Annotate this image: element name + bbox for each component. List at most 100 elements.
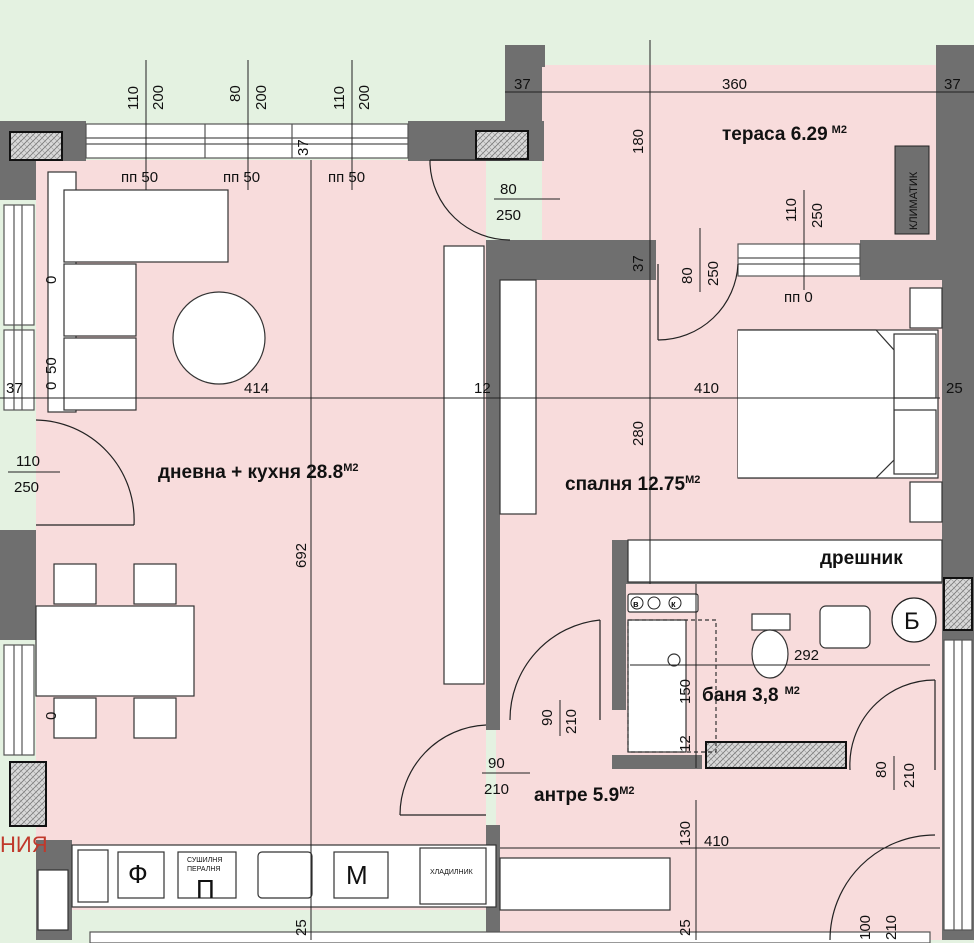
dim-t37-b: 37 xyxy=(944,76,961,93)
nightstand-1 xyxy=(909,287,943,329)
dim-d250: 250 xyxy=(496,207,521,224)
dim-v150: 150 xyxy=(677,679,694,704)
label-dryer-2: ПЕРАЛНЯ xyxy=(187,866,220,873)
label-bathroom: баня 3,8 xyxy=(702,685,779,706)
window-right-low xyxy=(943,639,973,931)
dim-side-door-a: 110 xyxy=(16,453,40,470)
dim-h410: 410 xyxy=(694,380,719,397)
label-terrace: тераса 6.29 xyxy=(722,124,828,145)
label-ac: КЛИМАТИК xyxy=(908,171,920,230)
door-right xyxy=(849,679,936,771)
bed-cover xyxy=(738,329,895,479)
label-dryer-1: СУШИЛНЯ xyxy=(187,857,222,864)
terrace-floor xyxy=(542,65,938,240)
door-bedroom xyxy=(509,619,601,721)
unit-bedroom: М2 xyxy=(685,474,700,486)
sink xyxy=(257,851,313,899)
svg-text:спалня 12.75М2: спалня 12.75М2 xyxy=(565,474,700,495)
dim-bw-b: 250 xyxy=(809,203,826,228)
misc-labels: КЛИМАТИК ХЛАДИЛНИК СУШИЛНЯ ПЕРАЛНЯ П Ф М… xyxy=(0,145,937,904)
window-bedroom-top xyxy=(737,243,861,277)
unit-entrance: М2 xyxy=(619,785,634,797)
tv-unit xyxy=(443,245,485,685)
label-living: дневна + кухня 28.8 xyxy=(158,462,343,483)
column-1 xyxy=(9,131,63,161)
unit-bathroom: М2 xyxy=(785,685,800,697)
dim-text-h: пп 50 пп 50 пп 50 37 360 37 80 250 пп 0 … xyxy=(6,76,963,850)
dim-h12: 12 xyxy=(474,380,491,397)
dim-w2-b: 200 xyxy=(253,85,270,110)
label-boiler: Б xyxy=(904,608,920,635)
dim-v692: 692 xyxy=(293,543,310,568)
toilet-bowl xyxy=(751,629,789,679)
dim-pp3: пп 50 xyxy=(328,169,365,186)
dim-v25-b: 25 xyxy=(677,919,694,936)
wardrobe xyxy=(627,539,943,583)
nightstand-2 xyxy=(909,481,943,523)
label-k: к xyxy=(671,599,676,609)
label-entrance: антре 5.9 xyxy=(534,785,619,806)
columns xyxy=(9,130,973,827)
label-cut-text: НИЯ xyxy=(0,832,48,857)
column-3 xyxy=(9,761,47,827)
dim-bath-door-a: 90 xyxy=(539,709,556,726)
shower xyxy=(627,619,687,753)
dim-w2-a: 80 xyxy=(227,85,244,102)
window-living-top xyxy=(85,123,409,159)
hob xyxy=(77,849,109,903)
windows xyxy=(3,123,973,943)
dim-sl50: 50 xyxy=(43,357,60,374)
window-bottom xyxy=(89,931,931,943)
stove-unit xyxy=(37,869,69,931)
dim-t37-c: 37 xyxy=(630,255,647,272)
dimension-lines xyxy=(0,40,974,940)
bed-pillow-1 xyxy=(893,333,937,399)
wall-terrace-top xyxy=(505,45,545,67)
door-balcony-bed xyxy=(657,263,739,341)
round-table xyxy=(172,291,266,385)
dim-h25: 25 xyxy=(946,380,963,397)
dim-bd-a: 80 xyxy=(679,267,696,284)
shower-tray xyxy=(627,619,717,753)
dim-w3-a: 110 xyxy=(331,86,348,110)
dim-d80: 80 xyxy=(500,181,517,198)
wall-terrace-right xyxy=(936,45,974,245)
door-entrance xyxy=(399,724,487,816)
label-micro-letter: М xyxy=(346,860,368,890)
doors xyxy=(35,159,936,941)
label-oven-letter: Ф xyxy=(128,859,148,889)
dim-right-door-b: 210 xyxy=(901,763,918,788)
dim-ent-door-a: 90 xyxy=(488,755,505,772)
washbasin xyxy=(819,605,871,649)
dryer xyxy=(177,851,237,899)
label-bedroom: спалня 12.75 xyxy=(565,474,686,495)
window-left-c xyxy=(3,644,35,756)
dim-t37-a: 37 xyxy=(514,76,531,93)
door-side-living xyxy=(35,419,135,526)
dim-right-door-a: 80 xyxy=(873,761,890,778)
wall-bed-top-a xyxy=(486,240,656,280)
chair-2 xyxy=(133,563,177,605)
column-2 xyxy=(475,130,529,160)
dim-pp0: пп 0 xyxy=(784,289,813,306)
sofa-seat-top xyxy=(63,189,229,263)
dim-left-low: 0 xyxy=(43,712,60,720)
fridge xyxy=(419,847,487,905)
sofa-seat-low xyxy=(63,337,137,411)
furniture xyxy=(35,171,943,931)
dim-h414: 414 xyxy=(244,380,269,397)
dim-w1-b: 200 xyxy=(150,85,167,110)
dim-bot-b: 210 xyxy=(883,915,900,940)
wall-partition xyxy=(486,240,500,730)
dim-t180: 180 xyxy=(630,129,647,154)
dim-v292: 292 xyxy=(794,647,819,664)
chair-1 xyxy=(53,563,97,605)
door-bottom-right xyxy=(829,834,936,941)
dim-pp2: пп 50 xyxy=(223,169,260,186)
dim-h37-left: 37 xyxy=(6,380,23,397)
dim-v37-small: 37 xyxy=(295,139,312,156)
unit-living: М2 xyxy=(343,462,358,474)
dim-v25-a: 25 xyxy=(293,919,310,936)
